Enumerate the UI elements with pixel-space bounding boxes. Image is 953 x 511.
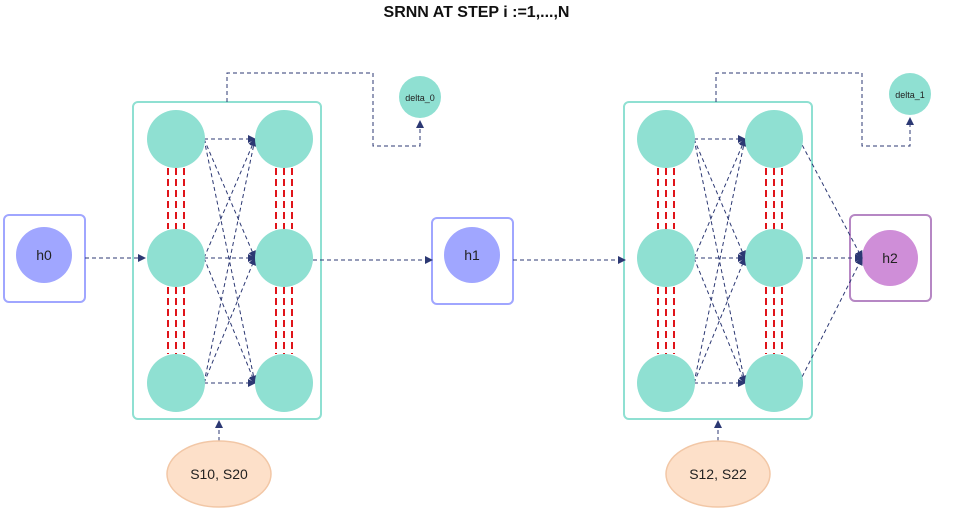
- input-label-2: S12, S22: [689, 466, 747, 482]
- edge-block1-delta0: [226, 72, 424, 147]
- neuron-b1-col1-row2: [147, 229, 205, 287]
- neuron-b1-col2-row2: [255, 229, 313, 287]
- delta-1-node: [889, 73, 931, 115]
- h2-node: [862, 230, 918, 286]
- neuron-b2-col2-row2: [745, 229, 803, 287]
- input-node-1: [166, 440, 272, 508]
- h1-node: [444, 227, 500, 283]
- edge-b2-1-0: [693, 138, 746, 259]
- h0-label: h0: [36, 247, 52, 263]
- edge-b1-2-1: [203, 257, 257, 384]
- neuron-b2-col2-row1: [745, 110, 803, 168]
- diagram-title: SRNN AT STEP i :=1,...,N: [383, 4, 570, 21]
- neuron-b1-col2-row1: [255, 110, 313, 168]
- neuron-b2-col1-row2: [637, 229, 695, 287]
- edge-b2-1-2: [693, 257, 747, 384]
- edge-block2-h2-0: [798, 138, 863, 259]
- h0-node: [16, 227, 72, 283]
- edge-b1-1-2: [203, 257, 257, 384]
- neuron-b1-col1-row3: [147, 354, 205, 412]
- neuron-b2-col1-row3: [637, 354, 695, 412]
- h2-label: h2: [882, 250, 898, 266]
- delta-1-label: delta_1: [895, 90, 925, 100]
- neuron-b1-col1-row1: [147, 110, 205, 168]
- input-node-2: [665, 440, 771, 508]
- input-label-1: S10, S20: [190, 466, 248, 482]
- neuron-b2-col2-row3: [745, 354, 803, 412]
- edge-b2-2-1: [693, 257, 747, 384]
- delta-0-node: [399, 76, 441, 118]
- edge-block2-h2-2: [798, 257, 863, 384]
- delta-0-label: delta_0: [405, 93, 435, 103]
- neuron-b1-col2-row3: [255, 354, 313, 412]
- edge-block2-delta1: [715, 72, 914, 147]
- neuron-b2-col1-row1: [637, 110, 695, 168]
- h1-label: h1: [464, 247, 480, 263]
- edge-b1-1-0: [203, 138, 256, 259]
